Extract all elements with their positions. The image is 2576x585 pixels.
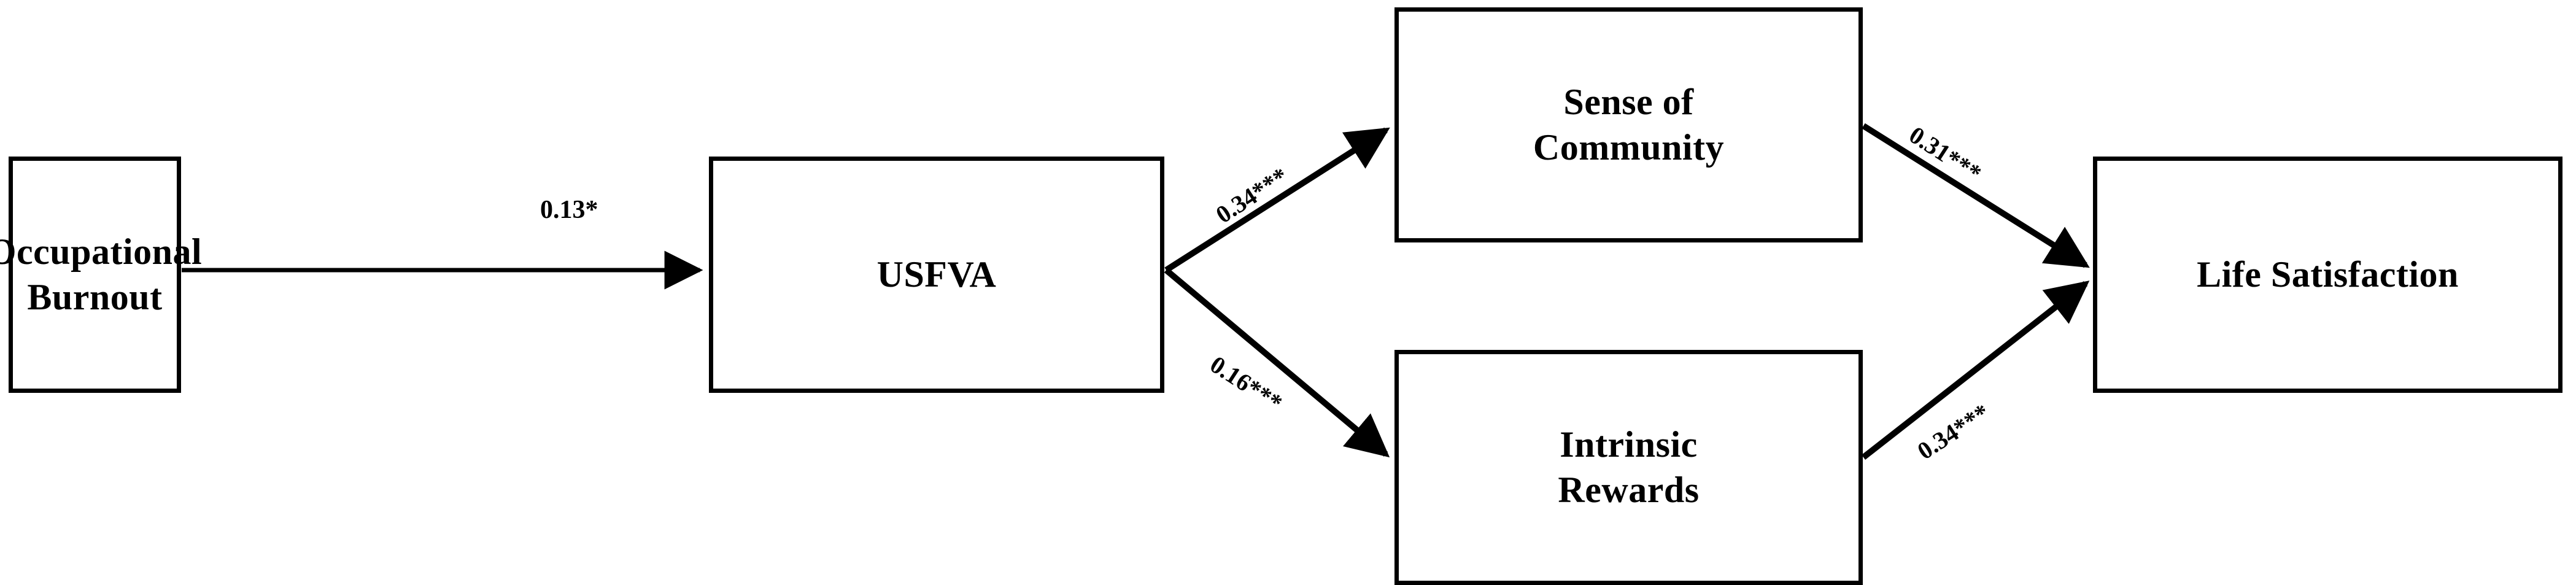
edge-label-burnout-to-usfva: 0.13* bbox=[540, 196, 598, 224]
node-occupational-burnout[interactable]: Occupational Burnout bbox=[0, 157, 202, 393]
node-life-satisfaction[interactable]: Life Satisfaction bbox=[2093, 157, 2562, 393]
node-label-occupational-burnout: Occupational Burnout bbox=[0, 231, 203, 317]
edge-label-community-to-life-satisfaction: 0.31*** bbox=[1904, 120, 1987, 188]
node-label-sense-of-community: Sense of Community bbox=[1533, 82, 1725, 168]
node-intrinsic-rewards[interactable]: Intrinsic Rewards bbox=[1394, 350, 1863, 585]
edge-community-to-life-satisfaction bbox=[1862, 123, 2090, 268]
edge-label-usfva-to-rewards: 0.16*** bbox=[1205, 350, 1288, 417]
edge-usfva-to-rewards bbox=[1164, 268, 1390, 458]
edge-label-usfva-to-community: 0.34*** bbox=[1210, 161, 1293, 229]
node-label-usfva: USFVA bbox=[876, 254, 997, 295]
edge-usfva-to-community bbox=[1164, 127, 1390, 273]
node-sense-of-community[interactable]: Sense of Community bbox=[1394, 7, 1863, 242]
edge-label-rewards-to-life-satisfaction: 0.34*** bbox=[1912, 398, 1995, 465]
node-label-life-satisfaction: Life Satisfaction bbox=[2197, 254, 2459, 295]
node-usfva[interactable]: USFVA bbox=[709, 157, 1164, 393]
node-label-intrinsic-rewards: Intrinsic Rewards bbox=[1558, 424, 1700, 510]
